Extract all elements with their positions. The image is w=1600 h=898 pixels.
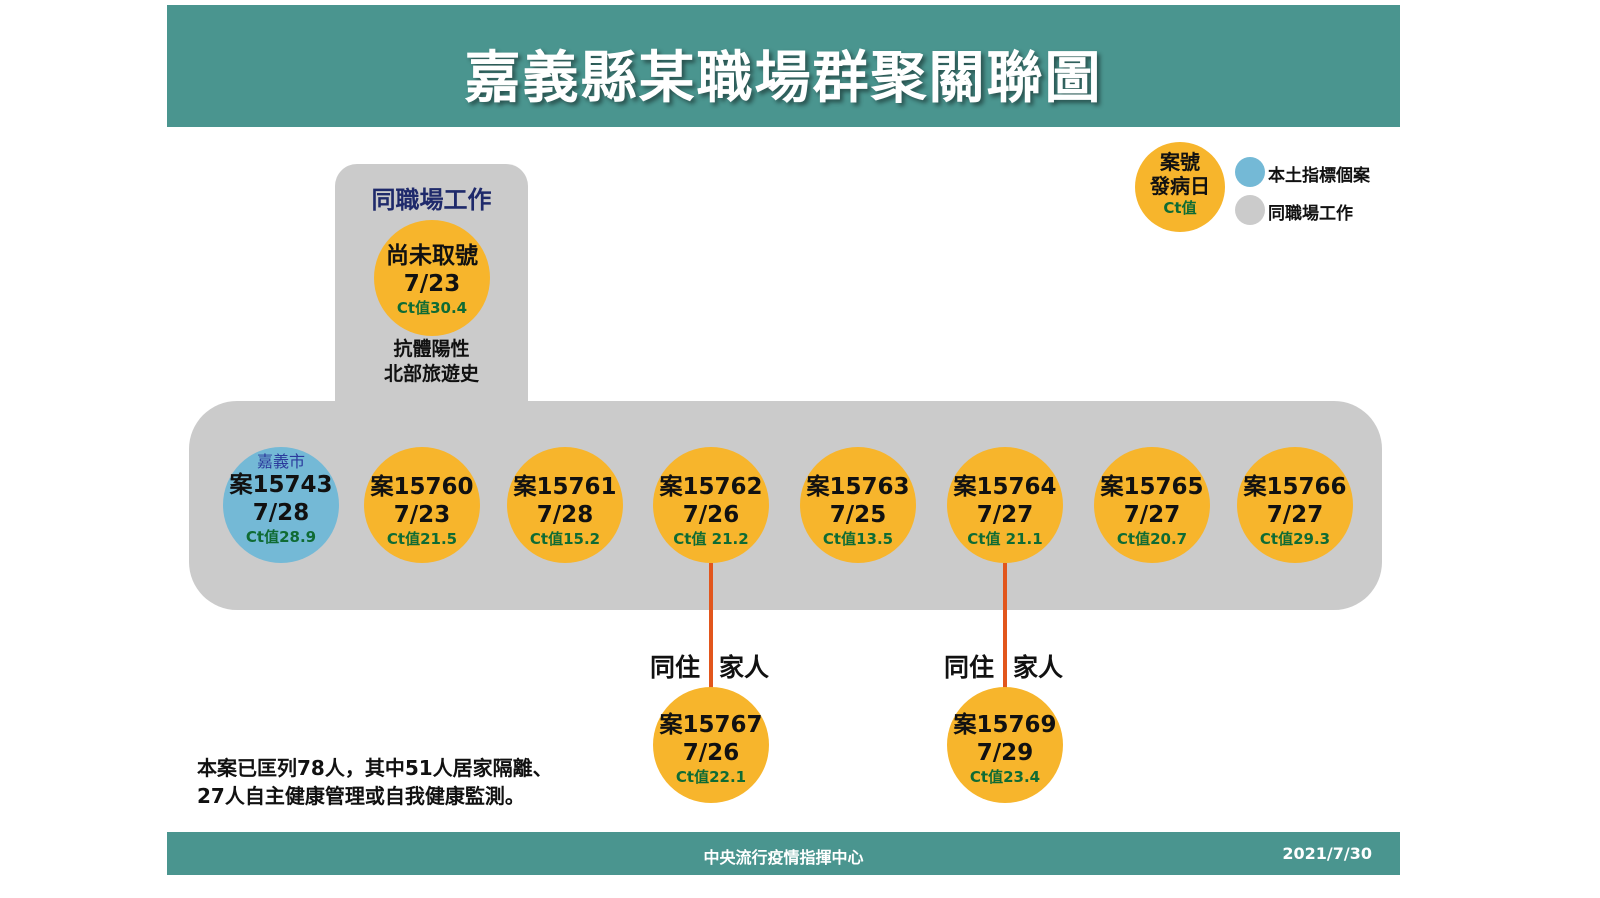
page-title: 嘉義縣某職場群聚關聯圖 [464, 46, 1103, 111]
family-link-line [709, 563, 713, 689]
onset-date: 7/28 [536, 502, 594, 528]
onset-date: 7/23 [403, 271, 461, 297]
workplace-group-label: 同職場工作 [371, 186, 492, 214]
legend-key-case: 案號 [1160, 150, 1200, 174]
summary-line-1: 本案已匡列78人，其中51人居家隔離、 [197, 756, 553, 780]
case-node-pending: 尚未取號 7/23 Ct值30.4 [374, 220, 490, 336]
legend-key-node: 案號 發病日 Ct值 [1135, 142, 1225, 232]
case-number: 案15764 [953, 474, 1057, 500]
relation-label-left: 同住 [650, 653, 701, 682]
ct-value: Ct值22.1 [675, 768, 747, 786]
ct-value: Ct值23.4 [969, 768, 1041, 786]
header-banner: 嘉義縣某職場群聚關聯圖 [167, 5, 1400, 127]
onset-date: 7/27 [976, 502, 1034, 528]
case-number: 案15761 [513, 474, 617, 500]
legend-dot-index [1235, 157, 1265, 187]
case-node-family: 案15767 7/26 Ct值22.1 [653, 687, 769, 803]
note-travel: 北部旅遊史 [383, 363, 479, 385]
ct-value: Ct值 21.2 [673, 530, 749, 548]
onset-date: 7/28 [252, 500, 310, 526]
case-number: 案15762 [659, 474, 763, 500]
legend-key-onset: 發病日 [1150, 174, 1210, 198]
legend-label-workplace: 同職場工作 [1268, 204, 1353, 224]
ct-value: Ct值30.4 [396, 299, 468, 317]
onset-date: 7/27 [1266, 502, 1324, 528]
onset-date: 7/23 [393, 502, 451, 528]
case-number: 案15767 [659, 712, 763, 738]
ct-value: Ct值20.7 [1116, 530, 1188, 548]
onset-date: 7/29 [976, 740, 1034, 766]
family-link-line [1003, 563, 1007, 689]
ct-value: Ct值29.3 [1259, 530, 1331, 548]
onset-date: 7/26 [682, 740, 740, 766]
ct-value: Ct值21.5 [386, 530, 458, 548]
legend-label-index: 本土指標個案 [1268, 166, 1370, 186]
case-number: 案15765 [1100, 474, 1204, 500]
pending-case-notes: 抗體陽性 北部旅遊史 [335, 337, 528, 387]
footer-org: 中央流行疫情指揮中心 [703, 848, 864, 867]
relation-label-left: 同住 [944, 653, 995, 682]
legend-dot-workplace [1235, 195, 1265, 225]
footer-date: 2021/7/30 [1282, 844, 1372, 863]
summary-text: 本案已匡列78人，其中51人居家隔離、 27人自主健康管理或自我健康監測。 [197, 754, 553, 810]
note-antibody: 抗體陽性 [393, 338, 470, 360]
footer-bar: 中央流行疫情指揮中心 2021/7/30 [167, 832, 1400, 875]
case-number: 案15743 [229, 472, 333, 498]
ct-value: Ct值 21.1 [967, 530, 1043, 548]
city-label: 嘉義市 [256, 452, 305, 471]
onset-date: 7/25 [829, 502, 887, 528]
onset-date: 7/27 [1123, 502, 1181, 528]
onset-date: 7/26 [682, 502, 740, 528]
case-number: 案15760 [370, 474, 474, 500]
relation-label-right: 家人 [719, 653, 770, 682]
case-node-family: 案15769 7/29 Ct值23.4 [947, 687, 1063, 803]
legend-key-ct: Ct值 [1163, 199, 1197, 217]
ct-value: Ct值13.5 [822, 530, 894, 548]
case-number: 尚未取號 [386, 243, 478, 269]
ct-value: Ct值28.9 [245, 528, 317, 546]
ct-value: Ct值15.2 [529, 530, 601, 548]
case-number: 案15766 [1243, 474, 1347, 500]
case-number: 案15763 [806, 474, 910, 500]
case-number: 案15769 [953, 712, 1057, 738]
relation-label-right: 家人 [1013, 653, 1064, 682]
summary-line-2: 27人自主健康管理或自我健康監測。 [197, 784, 525, 808]
